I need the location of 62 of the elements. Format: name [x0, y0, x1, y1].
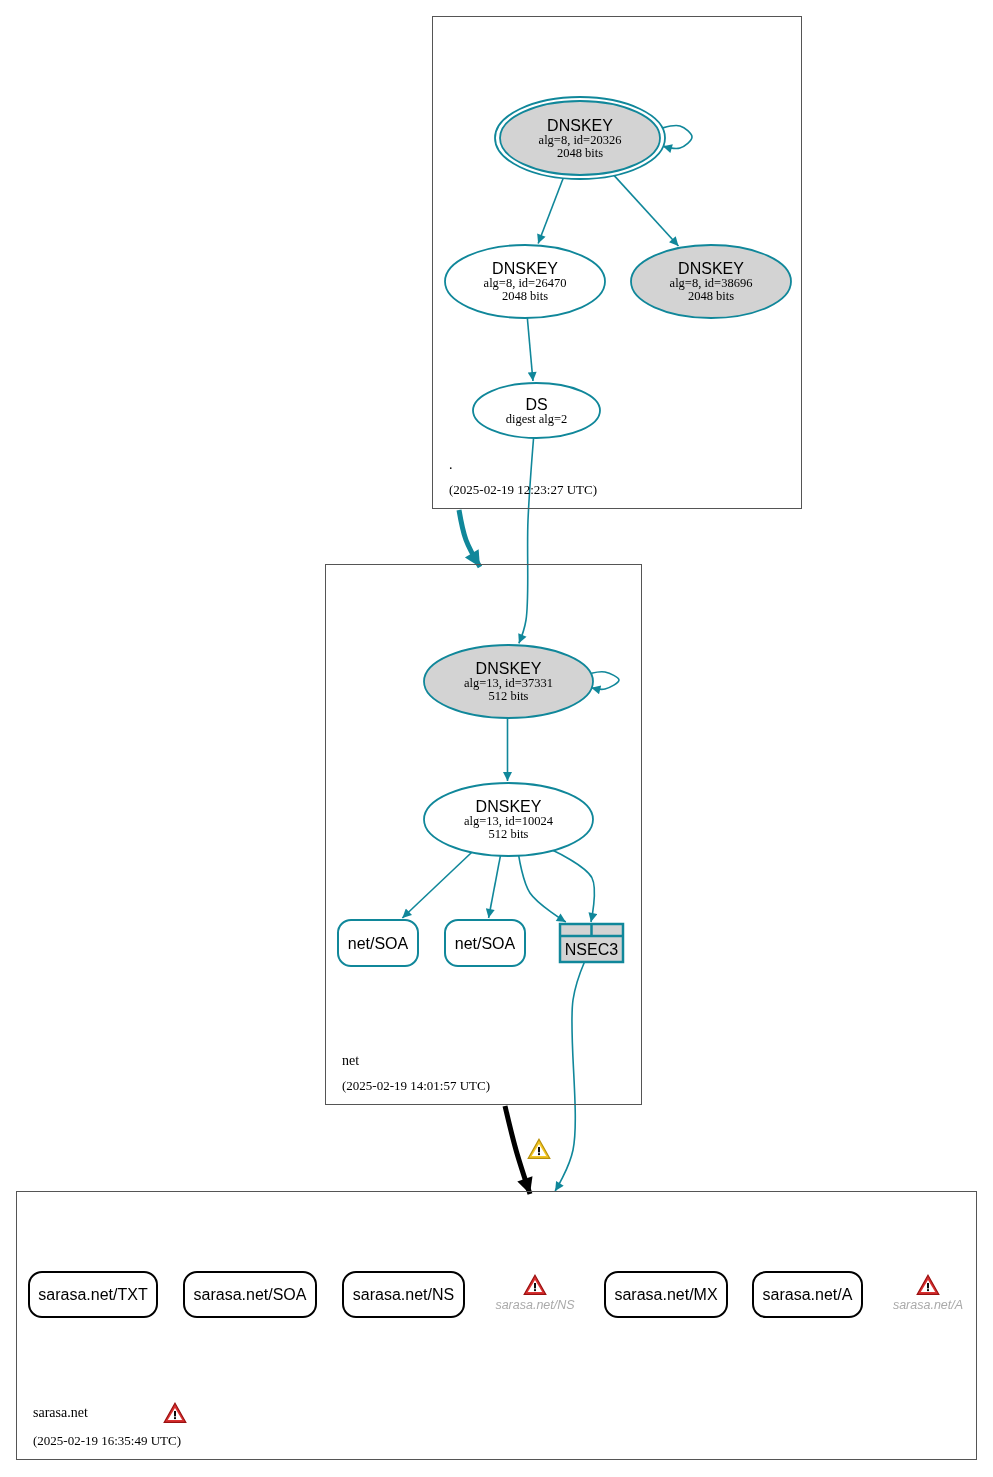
zone-box	[16, 1191, 977, 1460]
arrow	[485, 855, 502, 919]
key-ellipse	[494, 96, 666, 180]
record-type: DNSKEY	[475, 798, 542, 815]
nsec3-box	[559, 923, 624, 963]
zone-timestamp: (2025-02-19 16:35:49 UTC)	[33, 1433, 183, 1449]
key-detail: digest alg=2	[505, 412, 568, 426]
key-ellipse	[423, 782, 594, 857]
record-name: sarasa.net/SOA	[193, 1286, 307, 1303]
record-name: sarasa.net/MX	[614, 1286, 718, 1303]
arrow	[590, 670, 620, 695]
record-box	[342, 1271, 465, 1318]
arrow	[456, 509, 483, 569]
zone-name: .	[449, 457, 453, 473]
arrow	[526, 317, 537, 382]
record-type: DNSKEY	[475, 660, 542, 677]
key-ellipse	[630, 244, 792, 319]
key-ellipse	[423, 644, 594, 719]
zone-name: sarasa.net	[33, 1405, 89, 1422]
record-type: DNSKEY	[678, 260, 744, 277]
record-type: NSEC3	[564, 941, 619, 958]
key-detail: 2048 bits	[501, 290, 549, 303]
key-detail: alg=8, id=38696	[669, 277, 753, 290]
record-name: sarasa.net/A	[892, 1297, 964, 1312]
record-name: sarasa.net/NS	[352, 1286, 455, 1303]
key-detail: 2048 bits	[687, 290, 735, 303]
record-name: sarasa.net/NS	[495, 1297, 575, 1312]
zone-timestamp: (2025-02-19 14:01:57 UTC)	[342, 1078, 491, 1094]
record-type: DNSKEY	[492, 260, 558, 277]
key-detail: alg=8, id=20326	[538, 133, 622, 147]
arrow	[518, 437, 535, 645]
key-detail: alg=13, id=10024	[463, 815, 554, 828]
arrow	[662, 124, 693, 153]
key-detail: 512 bits	[488, 690, 529, 703]
arrow	[502, 1105, 533, 1195]
arrow	[537, 177, 564, 245]
arrow	[401, 851, 473, 919]
record-name: sarasa.net/A	[762, 1286, 853, 1303]
record-box	[337, 919, 419, 967]
record-box	[752, 1271, 863, 1318]
record-box	[604, 1271, 728, 1318]
key-detail: alg=13, id=37331	[463, 677, 554, 690]
zone-box	[432, 16, 802, 509]
key-detail: alg=8, id=26470	[483, 277, 567, 290]
ds-ellipse	[472, 382, 601, 439]
record-type: DNSKEY	[547, 116, 613, 134]
arrow	[517, 854, 567, 923]
zone-name: net	[342, 1053, 360, 1069]
key-ellipse	[444, 244, 606, 319]
key-detail: 512 bits	[488, 828, 529, 841]
record-name: net/SOA	[454, 934, 516, 952]
arrow	[503, 717, 512, 782]
zone-box	[325, 564, 642, 1105]
arrow	[551, 849, 598, 923]
record-type: DS	[525, 395, 548, 413]
key-detail: 2048 bits	[556, 146, 604, 160]
record-box	[28, 1271, 158, 1318]
record-name: net/SOA	[347, 934, 409, 952]
record-box	[183, 1271, 317, 1318]
arrow	[613, 174, 680, 247]
record-name: sarasa.net/TXT	[38, 1286, 148, 1303]
record-box	[444, 919, 526, 967]
